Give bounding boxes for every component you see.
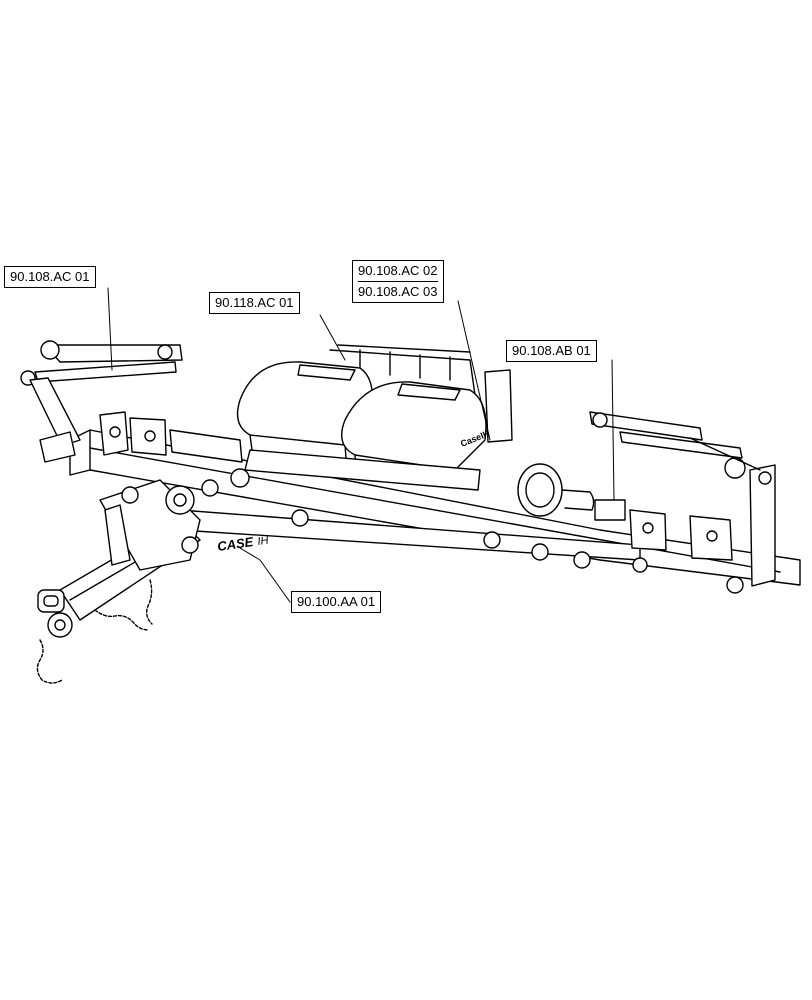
control-box [594, 499, 626, 521]
hose-fittings [201, 468, 744, 594]
safety-chain [36, 579, 153, 684]
callout-90-108-ac-03[interactable]: 90.108.AC 03 [358, 281, 438, 302]
callout-90-108-ab-01[interactable]: 90.108.AB 01 [506, 340, 597, 362]
row-unit-brackets [99, 411, 733, 561]
blower-fan [517, 463, 595, 517]
toolbar-brand-suffix-decal: IH [257, 535, 270, 548]
callout-90-118-ac-01[interactable]: 90.118.AC 01 [209, 292, 300, 314]
hitch-tongue [36, 479, 201, 684]
callout-90-108-ac-02[interactable]: 90.108.AC 02 [358, 263, 438, 278]
hopper-base [244, 449, 481, 491]
leader-ac118 [319, 314, 346, 361]
hopper-railing [329, 344, 513, 443]
leader-ac03 [457, 300, 491, 441]
hitch-clevis [37, 589, 73, 638]
callout-90-108-ac-02-03: 90.108.AC 02 90.108.AC 03 [352, 260, 444, 303]
toolbar-brand-decal: CASE [216, 534, 254, 554]
leader-aa01 [239, 547, 291, 603]
leader-ab01 [611, 359, 615, 501]
seed-hopper-left [236, 361, 374, 459]
callout-90-108-ac-01[interactable]: 90.108.AC 01 [4, 266, 96, 288]
leader-ac01 [107, 287, 113, 371]
right-marker-arm [589, 411, 776, 587]
callout-90-100-aa-01[interactable]: 90.100.AA 01 [291, 591, 382, 613]
callout-leaders [107, 287, 615, 603]
left-marker-arm [20, 340, 183, 463]
